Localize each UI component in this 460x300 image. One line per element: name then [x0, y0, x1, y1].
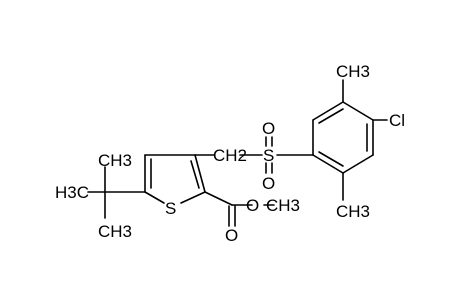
bond-ar2-ar3 — [312, 101, 344, 121]
bond-ar2-ar3-double — [318, 108, 344, 124]
bond-c3-c2-double — [190, 160, 200, 189]
label-ring-ch3-top: CH3 — [336, 62, 370, 81]
label-ester-o: O — [246, 196, 259, 215]
label-h3c-tbu-left: H3C — [55, 183, 89, 202]
bond-ar3-ar4 — [342, 101, 374, 121]
label-sulfonyl-o-bottom: O — [262, 174, 275, 193]
bond-c3-c2 — [194, 154, 206, 193]
bond-s-c5 — [144, 191, 165, 204]
label-ch3-tbu-bottom: CH3 — [98, 222, 132, 241]
bond-ar6-ar1-double — [318, 151, 344, 167]
label-ch3-tbu-top: CH3 — [98, 151, 132, 170]
bond-c2-s — [180, 191, 206, 204]
bond-ar5-ar6 — [342, 154, 374, 174]
bond-ar6-ar1 — [312, 154, 344, 174]
label-thiophene-s: S — [165, 199, 176, 218]
label-sulfonyl-s: S — [263, 146, 274, 165]
label-ester-ch3: CH3 — [266, 196, 300, 215]
label-ch2: CH2 — [213, 146, 247, 165]
label-ring-ch3-bottom: CH3 — [336, 202, 370, 221]
label-carbonyl-o: O — [225, 226, 238, 245]
label-sulfonyl-o-top: O — [262, 119, 275, 138]
bond-c2-carbonyl — [204, 191, 233, 206]
label-chloro: Cl — [389, 111, 405, 130]
